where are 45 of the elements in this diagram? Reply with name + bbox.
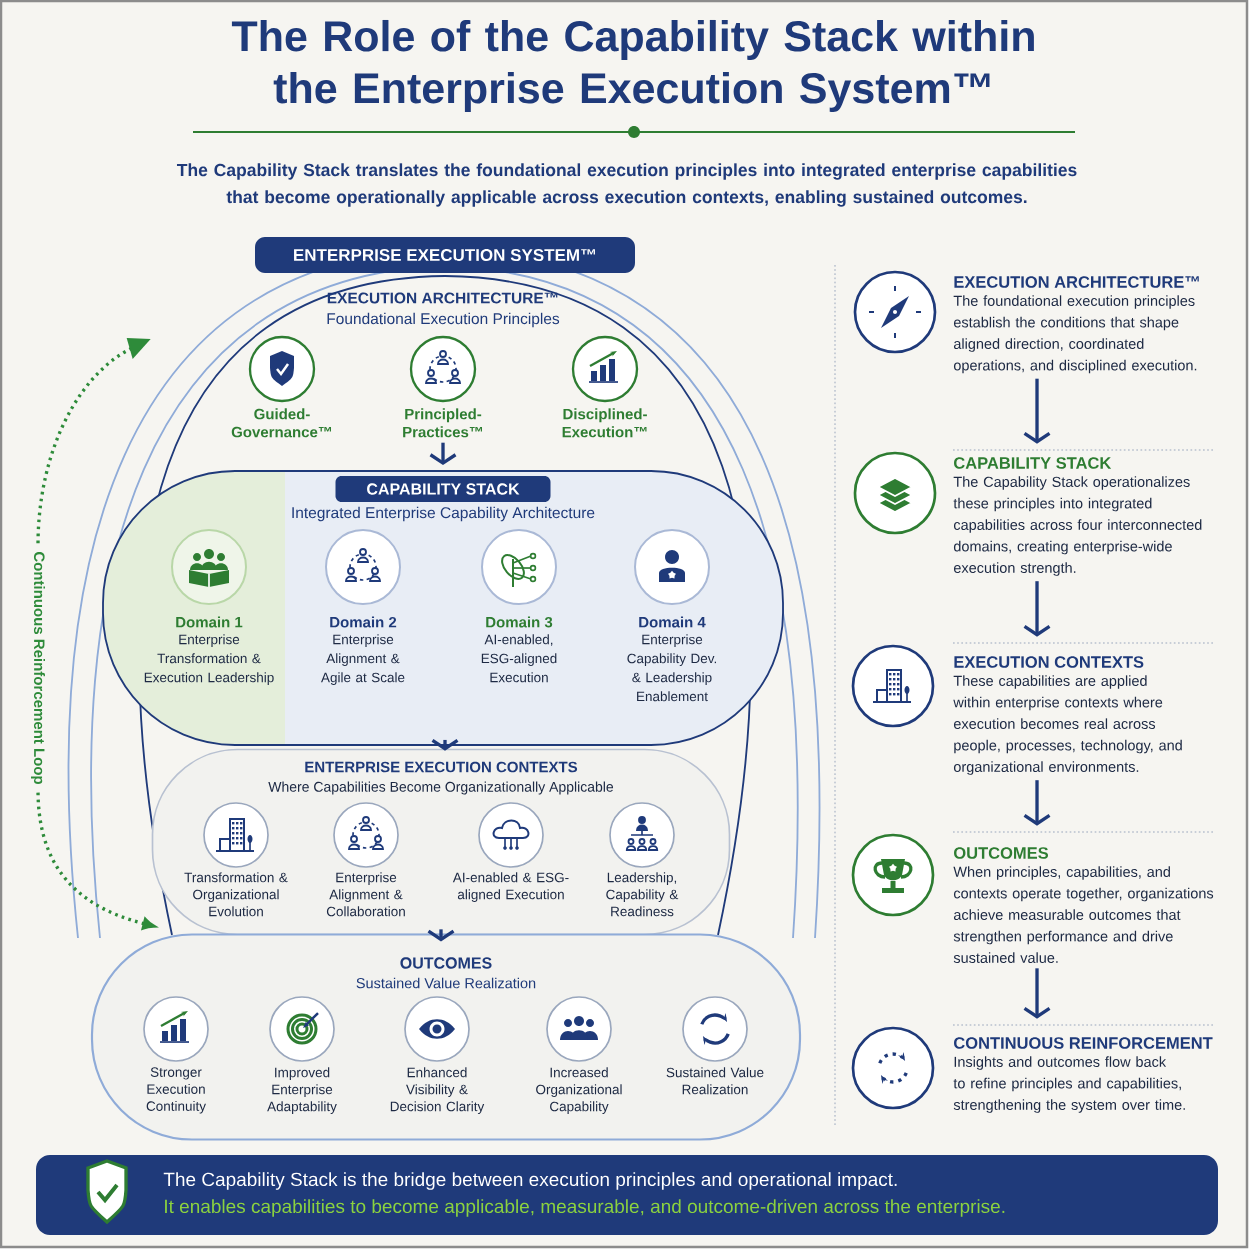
title: The Role of the Capability Stack within the Enterprise Execution System™	[231, 19, 1034, 113]
domain-description: Enterprise Alignment & Agile at Scale	[321, 634, 405, 685]
principle-label: Disciplined-Execution™	[562, 408, 647, 438]
domain-title: Domain 3	[486, 616, 553, 628]
summary-banner: The Capability Stack is the bridge between execution principles and operational impact. It enables capabilities to become applicable, measurable, and outcome-driven across the enterprise.	[36, 1155, 1218, 1235]
section-heading: OUTCOMES	[400, 957, 492, 969]
chevron-arrow	[1023, 378, 1051, 444]
outcome-label: Sustained Value Realization	[666, 1067, 764, 1095]
step-heading: EXECUTION CONTEXTS	[954, 656, 1144, 668]
domain-description: Enterprise Transformation & Execution Leadership	[144, 634, 274, 685]
section-heading: EXECUTION ARCHITECTURE™	[327, 292, 558, 304]
header-pill: CAPABILITY STACK	[335, 476, 551, 502]
step-heading: EXECUTION ARCHITECTURE™	[954, 276, 1199, 288]
step-heading: OUTCOMES	[954, 847, 1048, 859]
principle-label: Principled-Practices™	[403, 408, 482, 438]
step-description: Insights and outcomes flow back to refine principles and capabilities, strengthening the system over time.	[953, 1056, 1185, 1113]
chevron-arrow	[1023, 581, 1051, 637]
domain-title: Domain 2	[330, 616, 397, 628]
step-description: When principles, capabilities, and contexts operate together, organizations achieve measurable outcomes that strengthen performance and drive sustained value.	[953, 866, 1214, 963]
step-description: The Capability Stack operationalizes these principles into integrated capabilities across four interconnected domains, creating enterprise-wide execution strength.	[953, 476, 1202, 576]
step-description: These capabilities are applied within enterprise contexts where execution becomes real across people, processes, technology, and organizational environments.	[953, 675, 1182, 775]
step-description: The foundational execution principles establish the conditions that shape aligned direction, coordinated operations, and disciplined execution.	[953, 295, 1197, 374]
subtitle: The Capability Stack translates the foundational execution principles into integrated enterprise capabilities that become operationally applicable across execution contexts, enabling sustained outcomes.	[177, 163, 1077, 207]
loop-label: Continuous Reinforcement Loop	[26, 546, 50, 790]
outcome-label: Enhanced Visibility & Decision Clarity	[390, 1067, 485, 1114]
section-heading: ENTERPRISE EXECUTION CONTEXTS	[305, 761, 578, 773]
context-label: Transformation & Organizational Evolution	[184, 872, 288, 917]
section-subtitle: Sustained Value Realization	[356, 977, 536, 989]
outcome-label: Increased Organizational Capability	[536, 1067, 622, 1114]
step-heading: CONTINUOUS REINFORCEMENT	[954, 1037, 1213, 1049]
principle-label: Guided-Governance™	[231, 408, 331, 438]
context-label: Enterprise Alignment & Collaboration	[326, 872, 405, 917]
step-heading: CAPABILITY STACK	[954, 457, 1112, 469]
context-label: AI-enabled & ESG-aligned Execution	[452, 872, 569, 902]
section-subtitle: Where Capabilities Become Organizationally Applicable	[268, 781, 614, 795]
domain-description: AI-enabled, ESG-aligned Execution	[481, 634, 557, 683]
domain-title: Domain 1	[176, 616, 243, 628]
outcome-label: Improved Enterprise Adaptability	[267, 1067, 337, 1114]
header-pill: ENTERPRISE EXECUTION SYSTEM™	[255, 237, 635, 273]
section-subtitle: Foundational Execution Principles	[327, 312, 560, 328]
outcome-label: Stronger Execution Continuity	[146, 1067, 206, 1114]
domain-description: Enterprise Capability Dev. & Leadership Enablement	[627, 634, 716, 702]
context-label: Leadership, Capability & Readiness	[606, 872, 679, 917]
section-subtitle: Integrated Enterprise Capability Architecture	[292, 506, 595, 522]
domain-title: Domain 4	[639, 616, 706, 628]
